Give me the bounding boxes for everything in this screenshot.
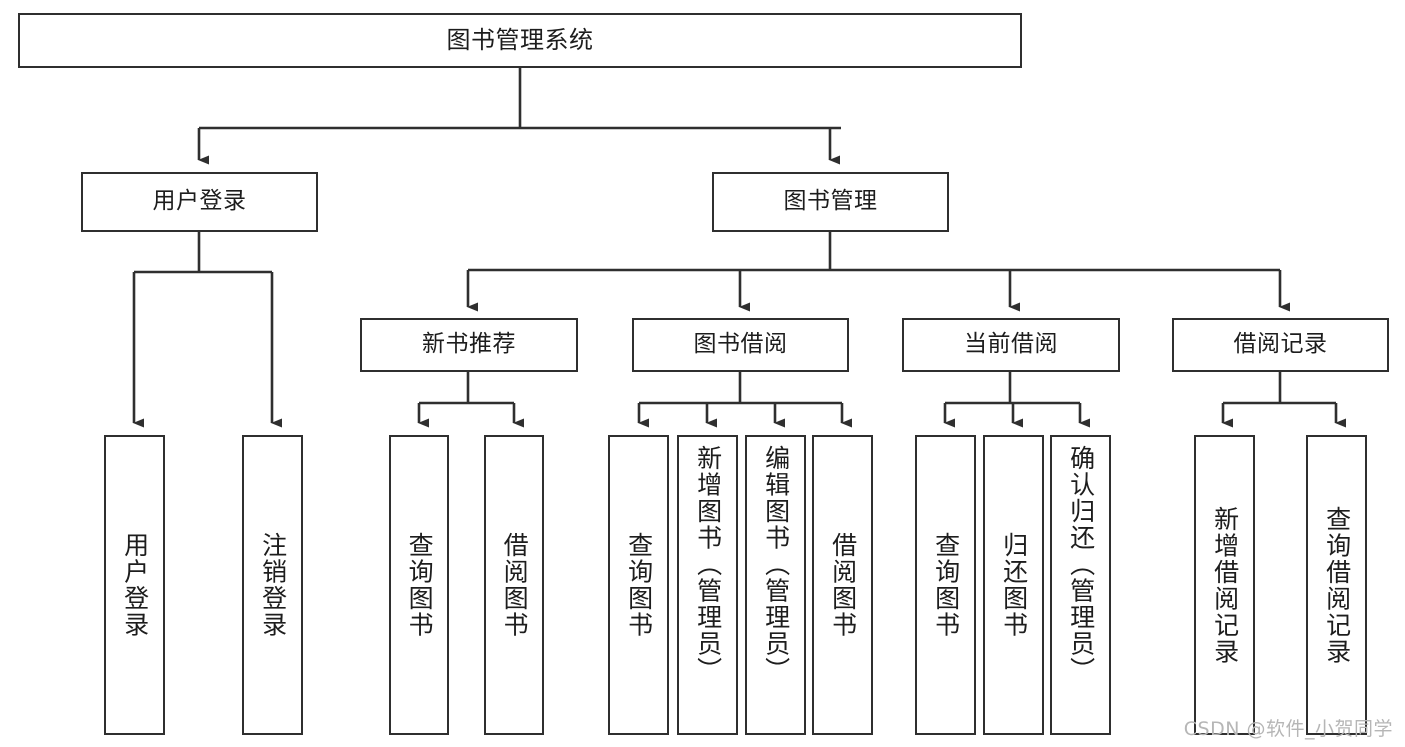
node-label: 查询图书 (405, 532, 435, 638)
node-label: 归还图书 (999, 532, 1029, 638)
node-current-borrowing[interactable]: 当前借阅 (902, 318, 1120, 372)
node-label: 确认归还（管理员） (1066, 445, 1096, 684)
node-label: 借阅图书 (500, 532, 530, 638)
node-label: 图书管理系统 (446, 26, 594, 55)
node-label: 查询图书 (624, 532, 654, 638)
node-label: 新增图书（管理员） (693, 445, 723, 684)
node-user-login[interactable]: 用户登录 (81, 172, 318, 232)
node-label: 图书借阅 (693, 331, 788, 358)
node-label: 新增借阅记录 (1210, 505, 1240, 665)
leaf-borrow-books[interactable]: 借阅图书 (812, 435, 873, 735)
leaf-edit-book-admin[interactable]: 编辑图书（管理员） (745, 435, 806, 735)
node-label: 查询图书 (931, 532, 961, 638)
watermark-csdn: CSDN @软件_小贺同学 (1183, 718, 1393, 740)
leaf-return-books[interactable]: 归还图书 (983, 435, 1044, 735)
leaf-confirm-return-admin[interactable]: 确认归还（管理员） (1050, 435, 1111, 735)
leaf-add-book-admin[interactable]: 新增图书（管理员） (677, 435, 738, 735)
node-label: 注销登录 (258, 532, 288, 638)
leaf-query-books-recommend[interactable]: 查询图书 (389, 435, 449, 735)
leaf-add-borrow-record[interactable]: 新增借阅记录 (1194, 435, 1255, 735)
node-label: 当前借阅 (964, 331, 1058, 358)
node-new-book-recommendation[interactable]: 新书推荐 (360, 318, 578, 372)
leaf-user-login[interactable]: 用户登录 (104, 435, 165, 735)
node-label: 图书管理 (783, 188, 878, 215)
leaf-query-books-borrow[interactable]: 查询图书 (608, 435, 669, 735)
node-root-book-management-system[interactable]: 图书管理系统 (18, 13, 1022, 68)
node-book-management[interactable]: 图书管理 (712, 172, 949, 232)
node-book-borrowing[interactable]: 图书借阅 (632, 318, 849, 372)
leaf-query-borrow-record[interactable]: 查询借阅记录 (1306, 435, 1367, 735)
node-label: 借阅图书 (828, 532, 858, 638)
node-label: 查询借阅记录 (1322, 505, 1352, 665)
node-label: 用户登录 (152, 188, 247, 215)
leaf-query-books-current[interactable]: 查询图书 (915, 435, 976, 735)
leaf-borrow-books-recommend[interactable]: 借阅图书 (484, 435, 544, 735)
node-label: 用户登录 (120, 532, 150, 638)
node-label: 新书推荐 (422, 331, 516, 358)
leaf-logout[interactable]: 注销登录 (242, 435, 303, 735)
node-label: 编辑图书（管理员） (761, 445, 791, 684)
node-borrowing-records[interactable]: 借阅记录 (1172, 318, 1389, 372)
node-label: 借阅记录 (1233, 331, 1328, 358)
